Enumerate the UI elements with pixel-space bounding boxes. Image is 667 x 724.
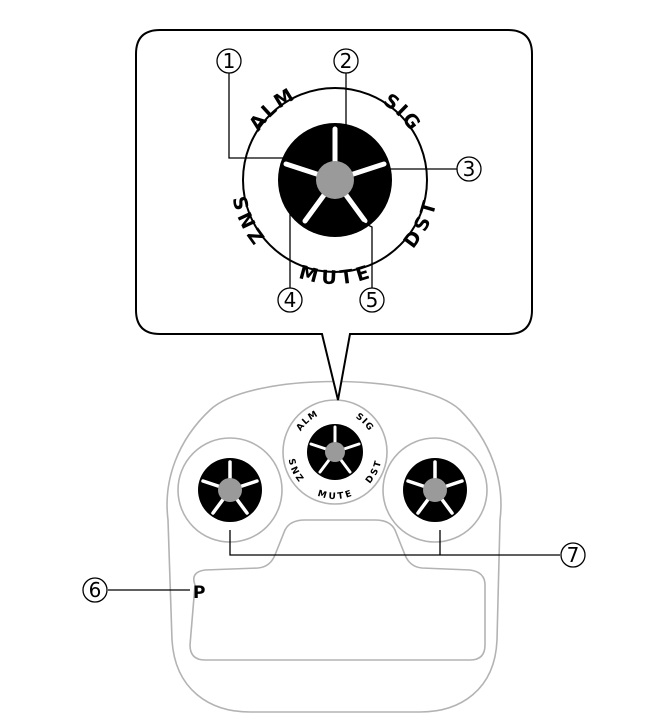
callout-2: 2 — [333, 48, 359, 74]
small-label-dst: DST — [364, 459, 383, 486]
leader-3 — [375, 168, 457, 181]
leader-7 — [229, 530, 560, 556]
p-mark: P — [193, 583, 205, 603]
callout-6-number: 6 — [89, 578, 102, 602]
callout-6: 6 — [82, 577, 108, 603]
watch-body — [166, 380, 502, 713]
right-subdial — [403, 458, 467, 522]
callout-7: 7 — [560, 542, 586, 568]
small-dial-hub — [325, 442, 345, 462]
leader-5 — [361, 221, 373, 288]
small-label-snz: SNZ — [286, 458, 305, 485]
callout-4-number: 4 — [284, 288, 297, 312]
svg-text:SNZ: SNZ — [286, 458, 306, 485]
svg-text:ALM: ALM — [295, 409, 320, 433]
left-subdial — [198, 458, 262, 522]
callout-2-number: 2 — [340, 49, 353, 73]
big-dial: ALM SIG SNZ MUTE DST — [227, 83, 439, 289]
small-label-mute: MUTE — [316, 489, 353, 502]
center-dial-bezel — [282, 399, 388, 505]
big-dial-hub — [316, 161, 354, 199]
callout-3-number: 3 — [463, 157, 476, 181]
callout-5: 5 — [359, 287, 385, 313]
leader-lines — [108, 73, 560, 591]
callout-1: 1 — [216, 48, 242, 74]
leader-1 — [228, 73, 289, 159]
right-subdial-bezel — [382, 437, 488, 543]
watch-case-outline — [166, 380, 502, 713]
small-dial: ALM SIG SNZ MUTE DST — [286, 409, 384, 502]
callout-5-number: 5 — [366, 288, 379, 312]
callout-1-number: 1 — [223, 49, 236, 73]
svg-text:DST: DST — [364, 459, 384, 486]
small-label-alm: ALM — [295, 409, 319, 433]
callout-4: 4 — [277, 287, 303, 313]
callout-7-number: 7 — [567, 543, 580, 567]
callout-3: 3 — [456, 156, 482, 182]
svg-text:MUTE: MUTE — [316, 489, 354, 502]
